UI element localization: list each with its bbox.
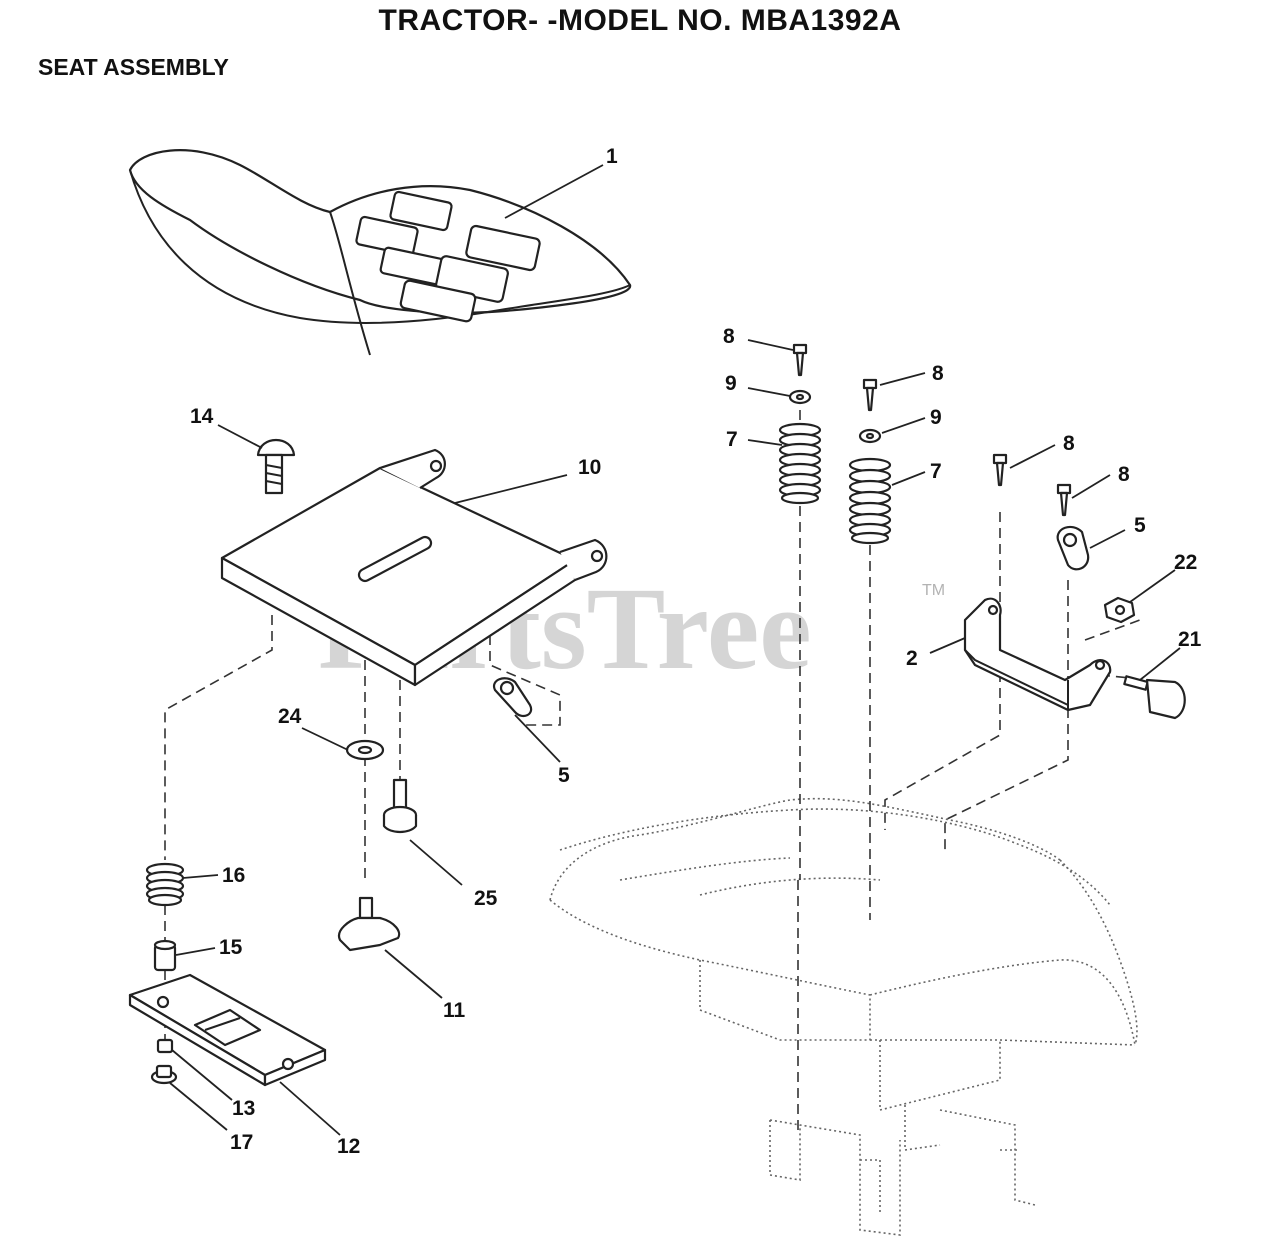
bolt-part-1 xyxy=(792,343,808,377)
callout-9-a: 9 xyxy=(725,372,737,395)
callout-5-left: 5 xyxy=(558,764,570,787)
seat-part xyxy=(128,149,632,356)
bolt-part-2 xyxy=(862,378,878,412)
callout-8-a: 8 xyxy=(723,325,735,348)
callout-17: 17 xyxy=(230,1131,253,1154)
callout-8-c: 8 xyxy=(1063,432,1075,455)
spring-part-small xyxy=(145,862,185,907)
leader-lines xyxy=(169,164,1181,1136)
washer-part-9b xyxy=(858,428,882,444)
callout-15: 15 xyxy=(219,936,243,959)
nut-part xyxy=(156,1038,174,1054)
callout-1: 1 xyxy=(606,145,618,168)
section-title: SEAT ASSEMBLY xyxy=(38,54,229,80)
watermark-tm: TM xyxy=(922,582,945,599)
knob-bolt-part xyxy=(1123,675,1186,720)
carriage-bolt-part xyxy=(256,439,296,495)
spring-part-right xyxy=(848,457,892,545)
callout-13: 13 xyxy=(232,1097,255,1120)
callout-12: 12 xyxy=(337,1135,360,1158)
flange-nut-part xyxy=(150,1064,178,1085)
callout-7-left: 7 xyxy=(726,428,738,451)
tractor-frame xyxy=(549,797,1138,1236)
clip-part-left xyxy=(492,677,533,718)
spring-part-left xyxy=(778,422,822,505)
bolt-part-3 xyxy=(992,453,1008,487)
callout-7-right: 7 xyxy=(930,460,942,483)
callout-8-d: 8 xyxy=(1118,463,1130,486)
clip-part-right xyxy=(1056,525,1090,571)
callout-9-b: 9 xyxy=(930,406,942,429)
hex-nut-part xyxy=(1103,596,1136,624)
slide-bracket-part xyxy=(128,973,327,1087)
callout-16: 16 xyxy=(222,864,245,887)
callout-2: 2 xyxy=(906,647,918,670)
callout-24: 24 xyxy=(278,705,302,728)
bushing-part xyxy=(153,939,177,972)
callouts: 1 2 5 5 7 7 8 8 8 8 9 9 10 11 12 13 14 1… xyxy=(190,145,1202,1158)
washer-part-9a xyxy=(788,389,812,405)
page-title: TRACTOR- -MODEL NO. MBA1392A xyxy=(378,4,902,37)
callout-10: 10 xyxy=(578,456,601,479)
shoulder-bolt-part xyxy=(382,778,418,834)
seat-pan-part xyxy=(220,448,608,687)
callout-25: 25 xyxy=(474,887,498,910)
bolt-part-4 xyxy=(1056,483,1072,517)
knob-part xyxy=(337,896,401,952)
callout-14: 14 xyxy=(190,405,214,428)
washer-part xyxy=(345,739,385,761)
callout-11: 11 xyxy=(443,999,466,1022)
seat-bracket-part xyxy=(963,597,1112,712)
callout-8-b: 8 xyxy=(932,362,944,385)
callout-21: 21 xyxy=(1178,628,1202,651)
callout-22: 22 xyxy=(1174,551,1197,574)
callout-5-right: 5 xyxy=(1134,514,1146,537)
